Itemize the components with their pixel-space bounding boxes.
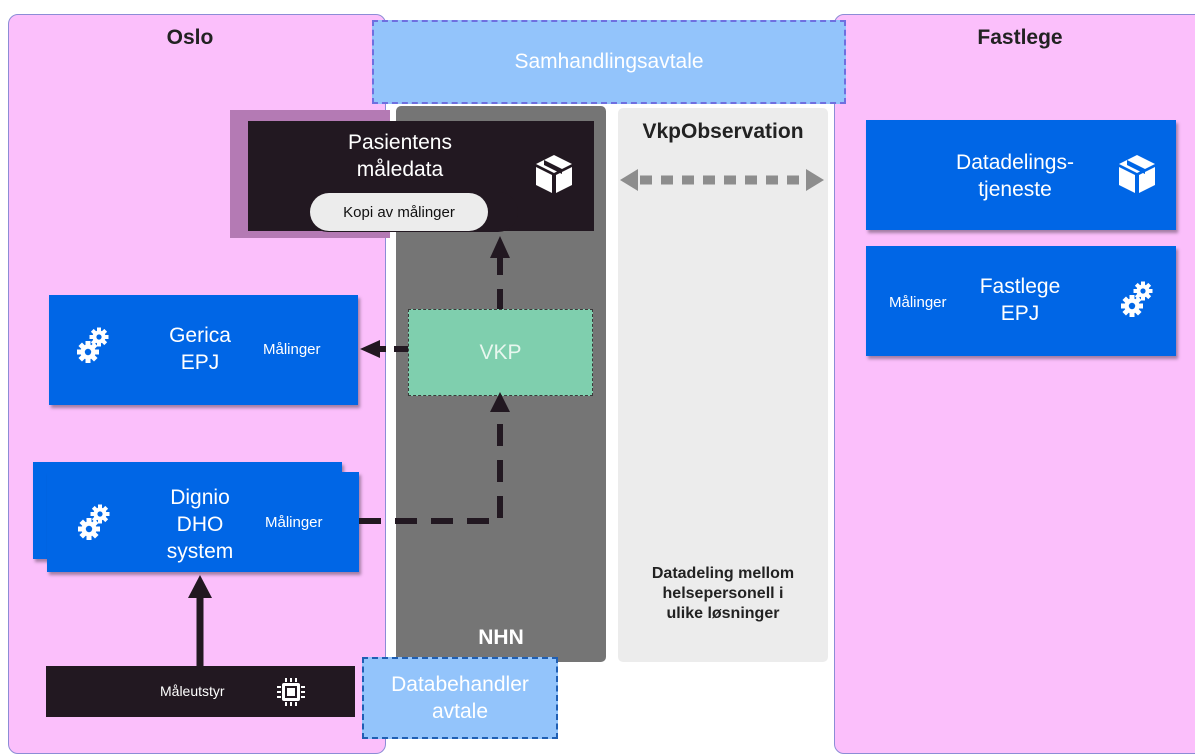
observation-description: Datadeling mellom helsepersonell i ulike… — [618, 564, 828, 624]
databehandler-line-1: Databehandler avtale — [391, 673, 529, 723]
oslo-title: Oslo — [166, 26, 214, 49]
package-icon — [532, 152, 576, 196]
package-icon — [1115, 152, 1159, 196]
vkpobservation-title: VkpObservation — [642, 120, 804, 143]
chip-icon — [275, 676, 307, 708]
gerica-title-line-2: EPJ — [180, 351, 220, 374]
nhn-title: NHN — [478, 626, 524, 649]
fastlege-epj-line-2: EPJ — [1000, 302, 1040, 325]
databehandler-avtale: Databehandler avtale — [362, 657, 558, 739]
observation-exchange-arrow — [620, 169, 824, 191]
vkp-to-gerica-arrow — [360, 340, 408, 358]
vkp-to-patient-data-arrow — [490, 236, 510, 309]
vkp-label: VKP — [479, 340, 522, 364]
copy-pill: Kopi av målinger — [310, 193, 488, 231]
patient-data-title: Pasientens måledata — [310, 129, 490, 183]
fastlege-epj-measurements-label: Målinger — [889, 294, 947, 311]
datadeling-title: Datadelings- tjeneste — [925, 149, 1105, 203]
gears-icon — [77, 327, 111, 363]
datadeling-line-1: Datadelings- — [956, 151, 1074, 174]
patient-data-title-line-2: måledata — [356, 158, 444, 181]
dignio-to-vkp-arrow — [359, 392, 510, 524]
device-to-dignio-arrow — [188, 575, 212, 666]
observation-line-3: ulike løsninger — [666, 605, 780, 622]
gears-icon — [1121, 281, 1155, 317]
dignio-title-line-2: DHO — [176, 513, 224, 536]
patient-data-title-line-1: Pasientens — [348, 131, 452, 154]
vkp-box: VKP — [408, 309, 593, 396]
observation-line-1: Datadeling mellom — [651, 565, 795, 582]
copy-pill-label: Kopi av målinger — [343, 203, 455, 221]
dignio-title: Dignio DHO system — [140, 484, 260, 565]
gerica-title-line-1: Gerica — [169, 324, 231, 347]
datadeling-line-2: tjeneste — [978, 178, 1052, 201]
databehandler-avtale-text: Databehandler avtale — [364, 671, 556, 725]
gerica-epj-box — [49, 295, 358, 405]
fastlege-epj-title: Fastlege EPJ — [960, 273, 1080, 327]
gerica-title: Gerica EPJ — [140, 322, 260, 376]
device-label: Måleutstyr — [160, 683, 225, 699]
fastlege-title: Fastlege — [977, 26, 1063, 49]
dignio-title-line-1: Dignio — [170, 486, 230, 509]
samhandlingsavtale-label: Samhandlingsavtale — [514, 50, 704, 73]
dignio-title-line-3: system — [166, 540, 234, 563]
samhandlingsavtale: Samhandlingsavtale — [372, 20, 846, 104]
gears-icon — [78, 504, 112, 540]
gerica-measurements-label: Målinger — [263, 341, 321, 358]
vkpobservation-zone — [618, 108, 828, 662]
fastlege-epj-line-1: Fastlege — [979, 275, 1061, 298]
observation-line-2: helsepersonell i — [662, 585, 784, 602]
dignio-measurements-label: Målinger — [265, 514, 323, 531]
